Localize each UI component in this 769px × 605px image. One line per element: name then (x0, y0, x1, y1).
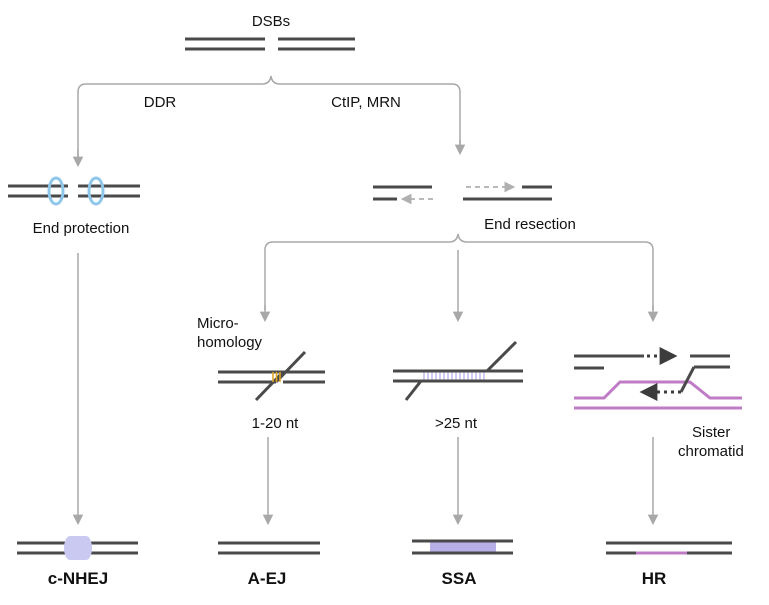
ctip-mrn-label: CtIP, MRN (331, 94, 401, 111)
end-resection-label: End resection (484, 216, 576, 233)
ku-ring-right (87, 176, 105, 206)
microhomology-mark (272, 372, 281, 382)
aej-product (218, 541, 320, 555)
end-protection-label: End protection (33, 220, 130, 237)
aej-intermediate (218, 350, 325, 402)
ddr-label: DDR (144, 94, 177, 111)
hr-intermediate (574, 347, 742, 410)
cnhej-product (17, 536, 138, 560)
ssa-product (412, 539, 513, 555)
end-protection-duplex (8, 184, 140, 198)
microhomology-label-line1: Micro- (197, 315, 239, 332)
resection-brace (264, 233, 654, 310)
outcome-ssa: SSA (442, 569, 477, 588)
ssa-annealing-mark (423, 371, 485, 381)
ku-ring-left (47, 176, 65, 206)
end-resection-duplex (373, 181, 552, 205)
microhomology-label-line2: homology (197, 334, 263, 351)
top-brace (77, 75, 461, 160)
outcome-aej: A-EJ (248, 569, 287, 588)
hr-product (606, 541, 732, 555)
sister-chromatid-label-line1: Sister (692, 424, 730, 441)
aej-length-label: 1-20 nt (252, 415, 300, 432)
dsbs-label: DSBs (252, 13, 290, 30)
outcome-cnhej: c-NHEJ (48, 569, 108, 588)
sister-chromatid-label-line2: chromatid (678, 443, 744, 460)
ssa-intermediate (393, 340, 523, 401)
dsb-duplex (185, 37, 355, 51)
ssa-length-label: >25 nt (435, 415, 478, 432)
outcome-hr: HR (642, 569, 667, 588)
